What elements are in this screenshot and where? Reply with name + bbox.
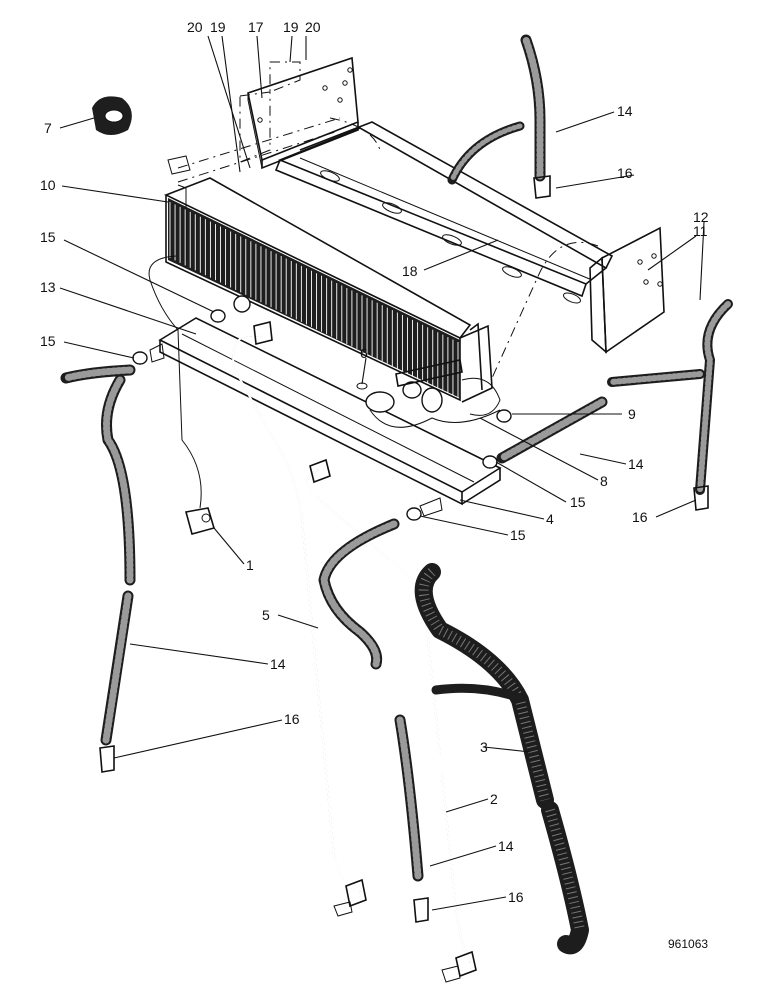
- hose-14-left-tail: [431, 683, 525, 703]
- callout-3: 3: [480, 739, 488, 755]
- callout-14: 14: [498, 838, 514, 854]
- callout-8: 8: [600, 473, 608, 489]
- callout-15: 15: [40, 333, 56, 349]
- callout-15: 15: [510, 527, 526, 543]
- callout-17: 17: [248, 19, 264, 35]
- callout-6: 6: [360, 345, 368, 361]
- hose-clip-7: [92, 96, 132, 135]
- callout-7: 7: [44, 120, 52, 136]
- callout-5: 5: [262, 607, 270, 623]
- hose-14-top: [447, 34, 546, 185]
- drip-tray: [149, 317, 502, 517]
- heater-matrix: [163, 177, 493, 403]
- callout-13: 13: [40, 279, 56, 295]
- pipe-nut-13: [253, 321, 273, 345]
- water-valve-assembly: [356, 359, 501, 428]
- callout-20: 20: [187, 19, 203, 35]
- callout-16: 16: [632, 509, 648, 525]
- figure-reference-number: 961063: [668, 937, 708, 951]
- callout-16: 16: [508, 889, 524, 905]
- mounting-bracket-plate: [167, 56, 359, 183]
- callout-18: 18: [402, 263, 418, 279]
- callout-20: 20: [305, 19, 321, 35]
- control-cable: [148, 255, 216, 535]
- heater-pipe-2: [306, 458, 477, 983]
- callout-16: 16: [284, 711, 300, 727]
- callout-4: 4: [546, 511, 554, 527]
- leader-lines: [59, 35, 705, 911]
- blanking-cap-16: [99, 175, 709, 923]
- right-bracket-plate: [589, 226, 665, 354]
- hose-clip-15: [132, 295, 512, 521]
- hose-14-right: [607, 299, 733, 495]
- hose-3: [414, 563, 589, 955]
- heater-pipe-5: [232, 334, 367, 917]
- callout-12: 12: [693, 209, 709, 225]
- callout-19: 19: [210, 19, 226, 35]
- callout-14: 14: [270, 656, 286, 672]
- callout-10: 10: [40, 177, 56, 193]
- callout-1: 1: [246, 557, 254, 573]
- mounting-rail: [274, 117, 614, 379]
- callout-14: 14: [628, 456, 644, 472]
- callout-15: 15: [570, 494, 586, 510]
- callout-labels: 20 19 17 19 20 7 14 16 10 15 12 11 18 13…: [40, 19, 709, 951]
- callout-2: 2: [490, 791, 498, 807]
- hose-14-middle: [496, 396, 608, 464]
- callout-9: 9: [628, 406, 636, 422]
- callout-15: 15: [40, 229, 56, 245]
- callout-16: 16: [617, 165, 633, 181]
- hose-14-lower: [318, 518, 424, 882]
- hose-14-left: [60, 364, 136, 746]
- callout-11: 11: [693, 223, 708, 239]
- callout-19: 19: [283, 19, 299, 35]
- callout-14: 14: [617, 103, 633, 119]
